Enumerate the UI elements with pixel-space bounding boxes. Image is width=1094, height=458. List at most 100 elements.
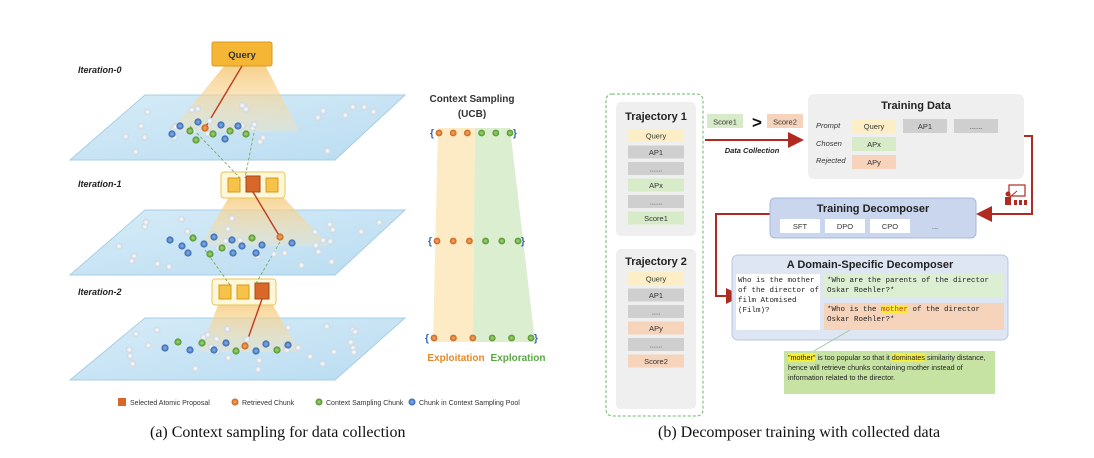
exploitation-dot — [435, 129, 443, 137]
pool-dot — [314, 114, 322, 121]
context-sampling-dot — [218, 244, 226, 252]
trajectory-2-title: Trajectory 2 — [625, 256, 687, 268]
score2-label: Score2 — [773, 118, 797, 127]
rejected-value: APy — [867, 158, 881, 167]
context-sampling-dot — [232, 347, 240, 355]
pool-dot — [178, 215, 185, 223]
pool-chunk-dot — [252, 347, 260, 355]
pool-dot — [357, 228, 365, 236]
trajectory-item-label: APx — [649, 181, 663, 190]
trajectory-item-box — [628, 145, 684, 159]
pool-dot — [128, 257, 136, 265]
brace-close: } — [513, 129, 517, 140]
question-box — [736, 274, 820, 330]
score1-label: Score1 — [713, 118, 737, 127]
exploitation-dot — [430, 334, 438, 342]
pool-dot — [236, 237, 244, 244]
pool-dot — [281, 249, 289, 257]
prompt-ap1: AP1 — [918, 122, 932, 131]
exploration-dot — [488, 334, 496, 342]
trajectory-item-box — [628, 305, 684, 318]
cube — [236, 284, 250, 300]
retrieved-chunk-dot — [276, 233, 284, 241]
legend-chunk-in-pool: Chunk in Context Sampling Pool — [419, 400, 520, 407]
pool-chunk-dot — [168, 130, 176, 138]
pool-chunk-dot — [234, 122, 242, 130]
brace-close: } — [521, 237, 525, 248]
pool-dot — [311, 228, 319, 236]
pool-dot — [213, 335, 221, 343]
prompt-query-tag — [852, 119, 896, 133]
pool-dot — [312, 242, 320, 249]
pool-dot — [360, 103, 368, 111]
teacher-icon — [1005, 184, 1027, 205]
pool-dot — [206, 117, 214, 125]
pool-dot — [319, 107, 327, 115]
legend-retrieved-chunk: Retrieved Chunk — [242, 400, 295, 407]
pool-dot — [294, 344, 302, 352]
pool-dot — [144, 108, 151, 116]
pool-dot — [319, 360, 326, 368]
selected-cube — [245, 175, 261, 193]
iteration-1-label: Iteration-1 — [78, 179, 122, 189]
trajectory-item-box — [628, 288, 684, 302]
context-sampling-dot — [248, 234, 256, 242]
trajectory-item-label: ...... — [650, 165, 663, 174]
exploration-dot — [482, 237, 489, 245]
pool-chunk-dot — [221, 135, 229, 143]
greater-than-symbol: > — [752, 113, 762, 132]
chosen-tag — [852, 137, 896, 151]
exploration-dot — [514, 237, 522, 245]
context-sampling-dot — [189, 234, 197, 242]
prompt-ellipsis: ...... — [970, 122, 983, 131]
pool-dot — [154, 260, 162, 268]
method-tag — [870, 219, 910, 233]
pool-chunk-dot — [229, 249, 237, 257]
pool-dot — [330, 348, 338, 356]
method-label: CPO — [882, 222, 898, 231]
pool-chunk-dot — [228, 236, 236, 244]
prompt-query: Query — [864, 122, 885, 131]
context-sampling-dot — [186, 127, 194, 135]
pool-dot — [341, 111, 349, 119]
brace-open: { — [430, 129, 434, 140]
note-box — [784, 351, 995, 394]
chosen-label: Chosen — [816, 139, 842, 148]
pool-dot — [165, 263, 173, 271]
decomposed-question-1-box — [824, 274, 1004, 298]
pool-dot — [347, 338, 355, 346]
pool-chunk-dot — [252, 249, 260, 257]
pool-dot — [222, 237, 230, 245]
decomposed-question-1: *Who are the parents of the director Osk… — [827, 277, 990, 295]
pool-dot — [129, 360, 137, 368]
brace-open: { — [425, 334, 429, 345]
exploration-dot — [506, 129, 514, 137]
pool-dot — [224, 225, 232, 233]
exploitation-dot — [469, 334, 477, 342]
trajectory-item-box — [628, 129, 684, 142]
exploitation-label: Exploitation — [427, 353, 484, 364]
pool-dot — [306, 353, 314, 360]
pool-chunk-dot — [284, 341, 292, 349]
exploration-dot — [498, 237, 506, 245]
dot-layer — [115, 102, 383, 373]
pool-dot — [259, 134, 267, 142]
exploitation-dot — [450, 334, 457, 342]
iteration-0-label: Iteration-0 — [78, 65, 122, 75]
rejected-label: Rejected — [816, 156, 846, 165]
exploitation-dot — [464, 129, 471, 137]
highlight-mother: mother — [881, 306, 909, 314]
domain-decomposer-title: A Domain-Specific Decomposer — [787, 259, 954, 271]
exploration-label: Exploration — [490, 353, 545, 364]
exploration-dot — [492, 129, 500, 137]
pool-chunk-dot — [186, 346, 194, 354]
pool-chunk-dot — [210, 346, 218, 354]
context-sampling-dot — [174, 338, 182, 346]
pool-dot — [351, 328, 359, 336]
data-collection-label: Data Collection — [725, 146, 780, 155]
trajectory-item-label: Query — [646, 132, 667, 141]
trajectory-item-label: ...... — [650, 341, 663, 350]
pool-chunk-dot — [184, 249, 192, 257]
